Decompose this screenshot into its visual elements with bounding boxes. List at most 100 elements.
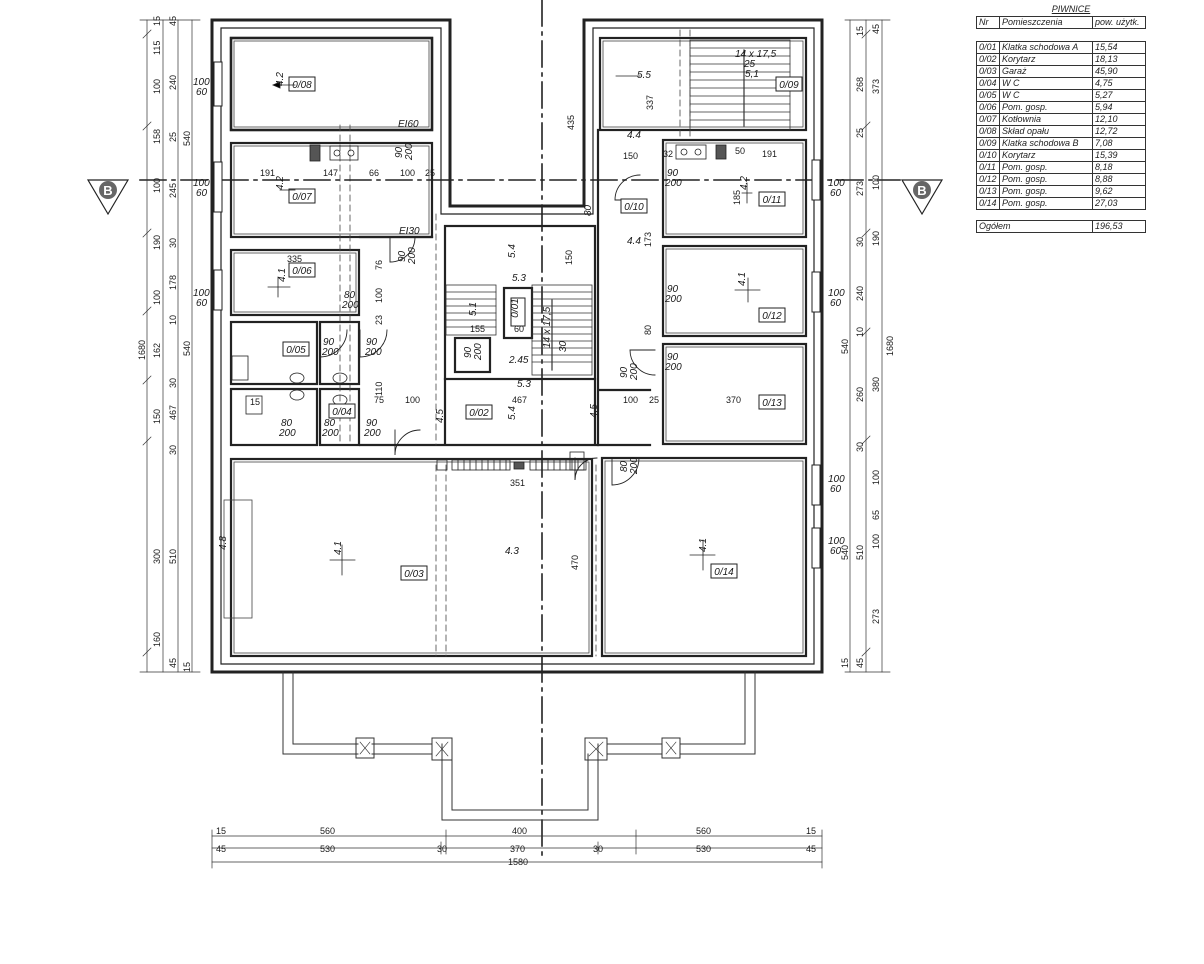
door-height: 200 [664,362,682,373]
window-height: 60 [196,188,208,199]
door-height: 200 [664,294,682,305]
svg-text:45: 45 [855,658,865,668]
svg-text:76: 76 [374,260,384,270]
svg-text:155: 155 [470,324,485,334]
height-label: 4.1 [333,541,344,555]
height-label: 5.1 [468,302,479,316]
svg-text:10: 10 [168,315,178,325]
svg-text:560: 560 [696,826,711,836]
svg-text:540: 540 [840,545,850,560]
room-label-0-10: 0/10 [624,202,644,213]
row-area: 8,18 [1092,161,1146,174]
door-width: 80 [344,290,356,301]
svg-text:60: 60 [514,324,524,334]
svg-text:15: 15 [806,826,816,836]
row-nr: 0/06 [976,101,1000,114]
door-width: 80 [583,204,594,216]
svg-text:540: 540 [182,341,192,356]
svg-text:191: 191 [260,168,275,178]
row-room: Klatka schodowa B [999,137,1093,150]
room-label-0-08: 0/08 [292,80,312,91]
header-room: Pomieszczenia [999,16,1093,29]
window-width: 100 [828,474,845,485]
door-width: 90 [463,346,474,358]
svg-text:191: 191 [762,149,777,159]
svg-text:245: 245 [168,183,178,198]
window-width: 100 [828,536,845,547]
total-value: 196,53 [1092,220,1146,233]
height-label: 4.8 [218,536,229,550]
svg-text:373: 373 [871,79,881,94]
stair-step-label-a: 30 [558,340,569,352]
fixtures [231,144,727,471]
room-schedule: PIWNICE Nr Pomieszczenia pow. użytk. 0/0… [976,4,1148,233]
height-label: 4.4 [627,236,641,247]
svg-text:178: 178 [168,275,178,290]
svg-text:260: 260 [855,387,865,402]
svg-text:150: 150 [564,250,574,265]
svg-text:380: 380 [871,377,881,392]
svg-text:162: 162 [152,343,162,358]
door-width: 90 [366,418,378,429]
door-height: 200 [629,363,640,381]
row-nr: 0/02 [976,53,1000,66]
svg-text:273: 273 [871,609,881,624]
svg-text:115: 115 [152,41,162,55]
svg-text:45: 45 [168,658,178,668]
svg-text:10: 10 [855,327,865,337]
row-area: 12,72 [1092,125,1146,138]
svg-text:160: 160 [152,632,162,647]
row-area: 15,54 [1092,41,1146,54]
row-room: W C [999,77,1093,90]
chimney-label-ei30: EI30 [399,226,420,237]
svg-text:190: 190 [152,235,162,250]
row-nr: 0/10 [976,149,1000,162]
svg-text:15: 15 [216,826,226,836]
row-area: 7,08 [1092,137,1146,150]
dims-bottom: 15 560 400 560 15 45 530 30 370 30 530 4… [216,826,816,867]
svg-text:147: 147 [323,168,338,178]
svg-text:100: 100 [871,534,881,549]
door-width: 90 [667,352,679,363]
row-area: 8,88 [1092,173,1146,186]
svg-text:370: 370 [510,844,525,854]
svg-text:1680: 1680 [885,336,895,356]
row-room: Pom. gosp. [999,185,1093,198]
height-label: 4.1 [698,538,709,552]
svg-text:45: 45 [871,24,881,34]
row-room: Garaż [999,65,1093,78]
svg-text:32: 32 [663,149,673,159]
door-width: 90 [397,250,408,262]
svg-text:30: 30 [168,445,178,455]
svg-text:100: 100 [152,290,162,305]
window-width: 100 [193,77,210,88]
window-width: 100 [828,178,845,189]
room-label-0-02: 0/02 [469,408,489,419]
door-height: 200 [407,247,418,265]
svg-text:45: 45 [806,844,816,854]
room-label-0-05: 0/05 [286,345,306,356]
svg-text:30: 30 [593,844,603,854]
room-walls [229,36,808,658]
svg-text:273: 273 [855,181,865,196]
svg-text:23: 23 [374,315,384,325]
window-height: 60 [830,298,842,309]
dims-right: 15 45 268 25 273 30 240 10 260 30 100 65… [840,24,895,668]
height-label: 4.3 [505,546,519,557]
svg-text:240: 240 [168,75,178,90]
door-width: 80 [281,418,293,429]
svg-text:400: 400 [512,826,527,836]
row-room: Korytarz [999,149,1093,162]
schedule-header-row: Nr Pomieszczenia pow. użytk. [976,16,1146,29]
door-height: 200 [321,428,339,439]
svg-text:30: 30 [855,442,865,452]
svg-text:100: 100 [623,395,638,405]
schedule-title: PIWNICE [1051,4,1091,14]
room-label-0-03: 0/03 [404,569,424,580]
svg-text:100: 100 [405,395,420,405]
svg-text:15: 15 [182,662,192,672]
